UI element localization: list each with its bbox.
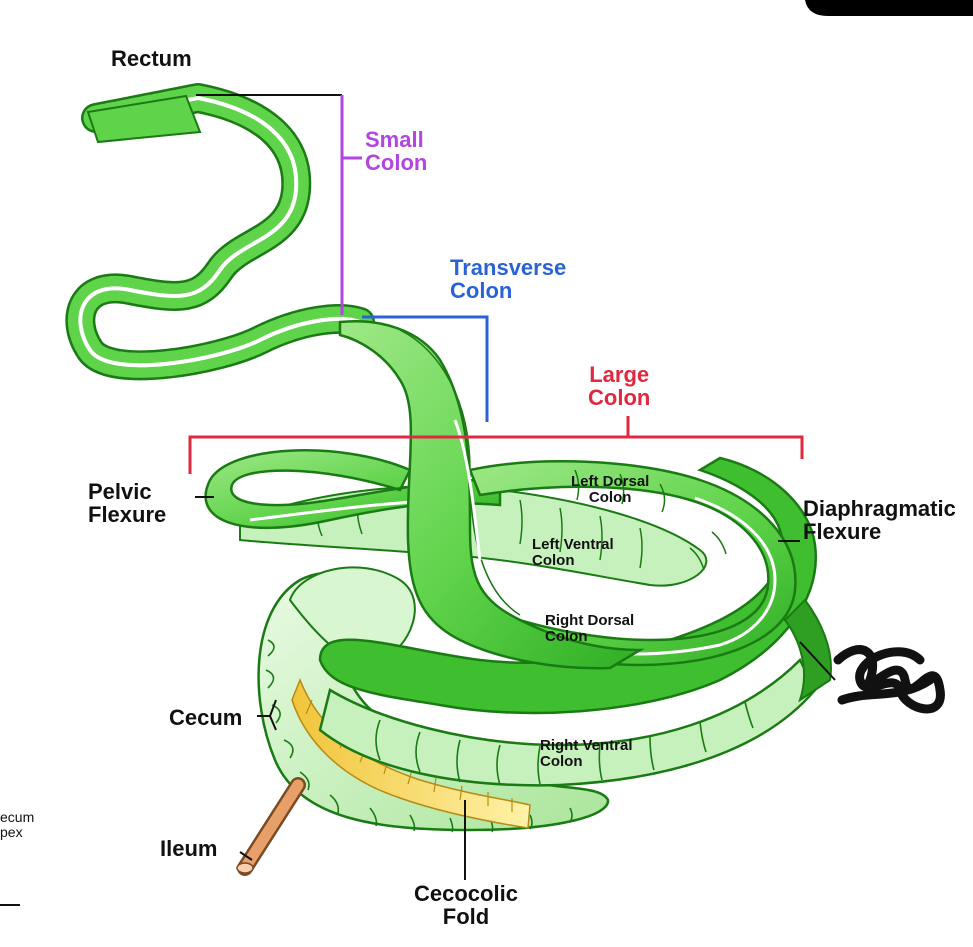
transverse-colon-bracket [362, 315, 489, 422]
corner-black-shape [805, 0, 973, 16]
small-colon-shape [65, 83, 375, 381]
label-pelvic-flexure: Pelvic Flexure [88, 479, 167, 528]
scribble-mark [833, 645, 945, 714]
ileum-shape [236, 777, 306, 876]
leader-lines [0, 94, 836, 906]
label-cecum-apex-partial: ecum pex [0, 809, 35, 840]
label-cecocolic-fold: Cecocolic Fold [414, 881, 518, 930]
label-small-colon: Small Colon [365, 127, 428, 176]
label-cecum: Cecum [169, 705, 243, 730]
label-rectum: Rectum [111, 46, 192, 71]
label-transverse-colon: Transverse Colon [450, 255, 567, 304]
label-right-ventral-colon: Right Ventral Colon [540, 737, 633, 770]
label-left-ventral-colon: Left Ventral Colon [532, 536, 614, 569]
label-large-colon: Large Colon [588, 362, 651, 411]
label-left-dorsal-colon: Left Dorsal Colon [571, 473, 650, 506]
label-diaphragmatic-flexure: Diaphragmatic Flexure [803, 496, 956, 545]
label-right-dorsal-colon: Right Dorsal Colon [545, 612, 635, 645]
large-colon-bracket [188, 416, 804, 474]
label-ileum: Ileum [160, 836, 218, 861]
small-colon-bracket [340, 95, 362, 315]
